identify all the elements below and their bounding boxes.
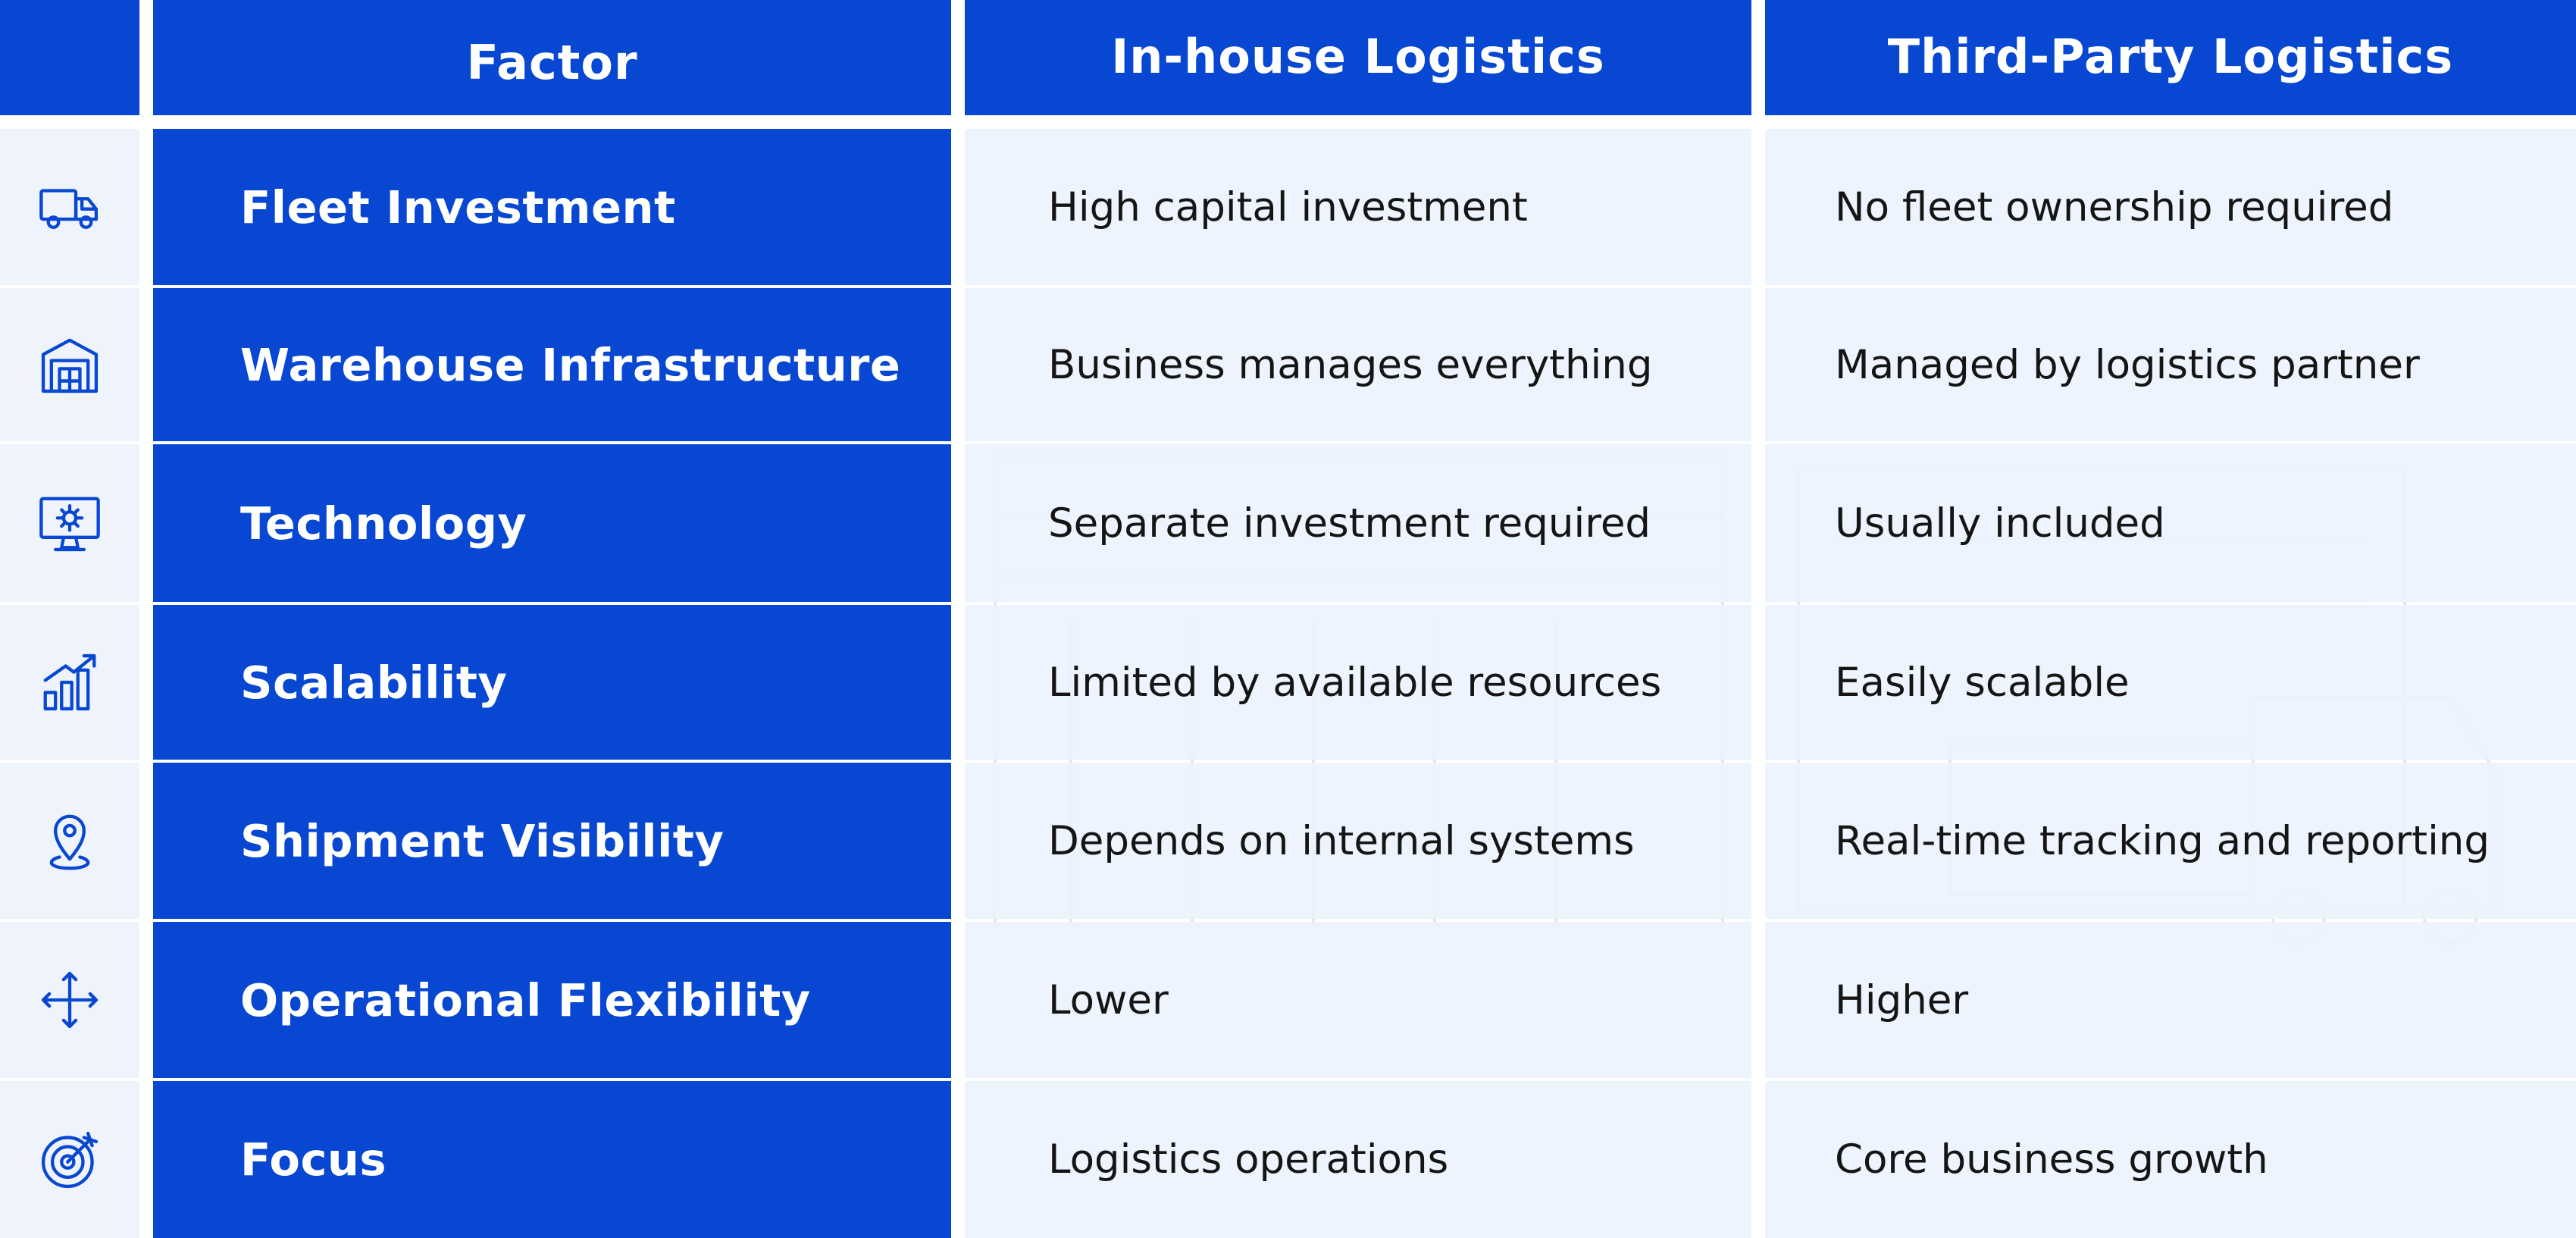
truck-icon (39, 189, 99, 230)
header-inhouse-logistics: In-house Logistics (965, 0, 1751, 115)
inhouse-value: Depends on internal systems (965, 763, 1751, 919)
factor-technology: Technology (153, 444, 951, 602)
inhouse-value: Business manages everything (965, 288, 1751, 441)
row-icon-cell (0, 922, 139, 1078)
third-party-value: Managed by logistics partner (1765, 288, 2576, 441)
factor-focus: Focus (153, 1081, 951, 1238)
third-party-value: Real-time tracking and reporting (1765, 763, 2576, 919)
factor-operational-flexibility: Operational Flexibility (153, 922, 951, 1078)
third-party-value: Usually included (1765, 444, 2576, 602)
inhouse-value: Limited by available resources (965, 605, 1751, 760)
row-icon-cell (0, 1081, 139, 1238)
third-party-value: Higher (1765, 922, 2576, 1078)
third-party-value: No fleet ownership required (1765, 129, 2576, 285)
factor-warehouse-infrastructure: Warehouse Infrastructure (153, 288, 951, 441)
inhouse-value: Logistics operations (965, 1081, 1751, 1238)
third-party-value: Core business growth (1765, 1081, 2576, 1238)
inhouse-value: High capital investment (965, 129, 1751, 285)
target-icon (41, 1131, 99, 1188)
header-factor: Factor (153, 0, 951, 115)
inhouse-value: Lower (965, 922, 1751, 1078)
header-icon-column (0, 0, 139, 115)
row-icon-cell (0, 129, 139, 285)
factor-fleet-investment: Fleet Investment (153, 129, 951, 285)
monitor-gear-icon (39, 497, 100, 552)
third-party-value: Easily scalable (1765, 605, 2576, 760)
header-third-party-logistics: Third-Party Logistics (1765, 0, 2576, 115)
location-pin-icon (49, 814, 90, 870)
factor-scalability: Scalability (153, 605, 951, 760)
row-icon-cell (0, 763, 139, 919)
row-icon-cell (0, 605, 139, 760)
factor-shipment-visibility: Shipment Visibility (153, 763, 951, 919)
warehouse-icon (41, 338, 99, 393)
row-icon-cell (0, 288, 139, 441)
inhouse-value: Separate investment required (965, 444, 1751, 602)
growth-chart-icon (43, 653, 96, 711)
row-icon-cell (0, 444, 139, 602)
move-arrows-icon (41, 971, 99, 1029)
